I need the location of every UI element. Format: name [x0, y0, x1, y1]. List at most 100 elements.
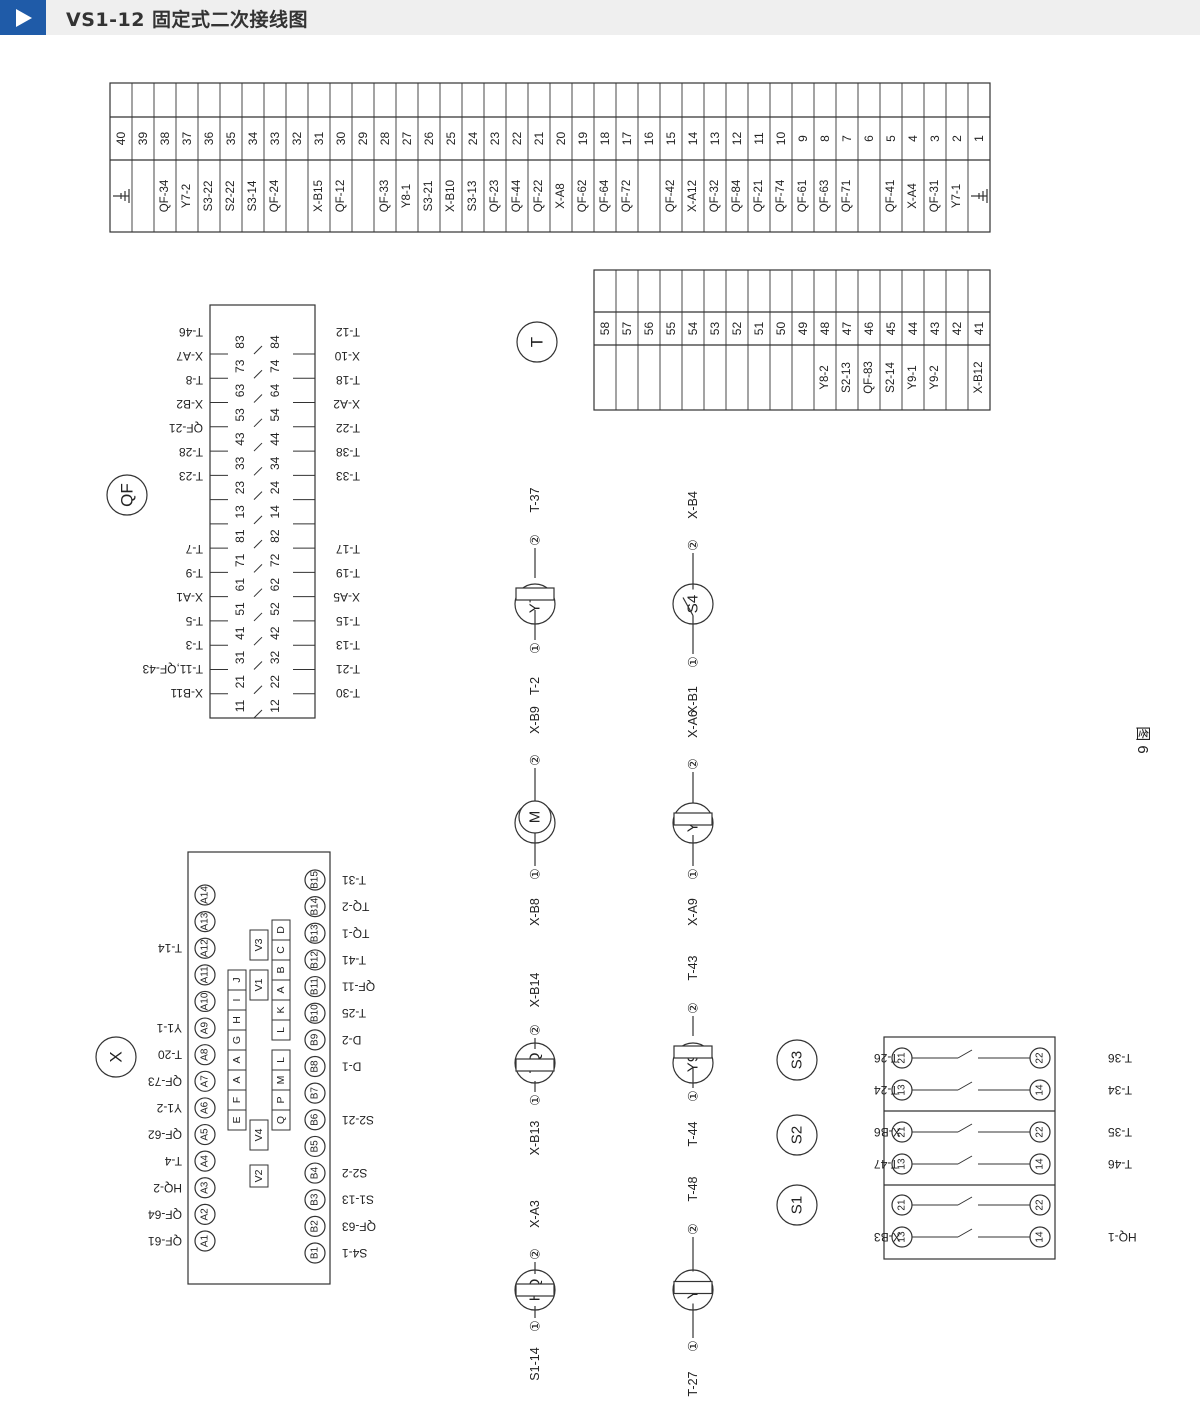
x-plug: A1QF-61A2QF-64A3HQ-2A4T-4A5QF-62A6Y1-2A7… — [95, 851, 376, 1285]
x-pin-a-label: A2 — [200, 1208, 211, 1221]
qf-right-label: T-18 — [336, 373, 360, 387]
x-pin-b-label: B10 — [310, 1004, 321, 1022]
x-inner-label: V4 — [253, 1128, 265, 1141]
pin-2-marker: ② — [686, 1223, 701, 1235]
qf-contact-upper: 21 — [233, 675, 247, 689]
terminal-label: X-A4 — [907, 183, 919, 209]
terminal-label: QF-84 — [731, 179, 743, 212]
switch-blade — [682, 597, 694, 616]
terminal-number: 9 — [796, 135, 810, 142]
pin-1-marker: ① — [528, 1094, 543, 1106]
contact-blade — [253, 661, 263, 670]
terminal-number: 21 — [532, 132, 546, 146]
switch-left-label: T-24 — [874, 1083, 898, 1097]
contact-blade — [253, 418, 263, 428]
terminal-number: 32 — [290, 132, 304, 146]
qf-left-label: X-B11 — [170, 686, 203, 700]
x-a-label: T-20 — [158, 1048, 182, 1062]
terminal-label: X-A8 — [555, 183, 567, 209]
x-pin-a — [194, 1097, 216, 1119]
x-pin-b — [304, 1109, 326, 1131]
device-y1: Y1①②X-A9X-A6 — [672, 710, 714, 926]
qf-contact-upper: 33 — [233, 456, 247, 470]
x-inner-box — [249, 1164, 269, 1188]
s2-name: S2 — [789, 1126, 806, 1144]
terminal-number: 54 — [686, 322, 700, 336]
pin-1-marker: ① — [686, 1340, 701, 1352]
qf-right-label: T-13 — [336, 638, 360, 652]
x-b-label: T-41 — [342, 953, 366, 967]
qf-contact-lower: 74 — [268, 359, 282, 373]
qf-right-label: X-A5 — [333, 590, 360, 604]
x-pin-b — [304, 1055, 326, 1078]
x-inner-label: L — [275, 1027, 287, 1033]
x-pin-a — [194, 1017, 216, 1039]
x-inner-label: L — [275, 1057, 287, 1063]
coil-box — [515, 587, 555, 601]
qf-right-label: T-38 — [336, 445, 360, 459]
tq-left-terminal: X-B13 — [528, 1121, 542, 1156]
x-a-label: HQ-2 — [153, 1181, 182, 1195]
terminal-label: QF-23 — [489, 180, 501, 213]
terminal-number: 3 — [928, 135, 942, 142]
x-pin-a — [194, 937, 216, 959]
x-inner-label: M — [275, 1076, 287, 1085]
terminal-label: QF-12 — [335, 180, 347, 213]
terminal-number: 31 — [312, 132, 326, 146]
x-pin-a-label: A7 — [200, 1075, 211, 1088]
pin-2-marker: ② — [686, 539, 701, 551]
x-inner-label: Q — [275, 1116, 287, 1124]
terminal-number: 28 — [378, 132, 392, 146]
qf-left-label: T-9 — [185, 566, 203, 580]
x-a-label: T-14 — [158, 941, 182, 955]
terminal-number: 35 — [224, 132, 238, 146]
terminal-label: X-B12 — [973, 362, 985, 394]
x-inner-label: J — [231, 977, 243, 982]
contact-blade — [253, 709, 263, 719]
x-inner-label: A — [231, 1076, 243, 1083]
pin-2-marker: ② — [528, 1248, 543, 1260]
qf-left-label: T-23 — [179, 469, 203, 483]
terminal-label: QF-83 — [863, 361, 875, 394]
terminal-number: 41 — [972, 322, 986, 336]
contact-blade — [253, 636, 263, 646]
x-pin-b — [304, 949, 326, 971]
contact-blade — [253, 369, 263, 379]
terminal-label: X-B10 — [445, 180, 457, 212]
terminal-number: 2 — [950, 135, 964, 142]
x-pin-b-label: B13 — [310, 924, 321, 942]
qf-contact-upper: 31 — [233, 650, 247, 664]
terminal-label: X-B15 — [313, 180, 325, 212]
coil-box — [515, 1058, 555, 1072]
hq-right-terminal: X-A3 — [528, 1200, 542, 1228]
d-right-terminal: X-B9 — [528, 706, 542, 734]
x-inner-box — [249, 929, 269, 961]
terminal-number: 33 — [268, 132, 282, 146]
terminal-number: 12 — [730, 132, 744, 146]
terminal-label: QF-74 — [775, 179, 787, 212]
terminal-number: 7 — [840, 135, 854, 142]
y7-left-terminal: T-2 — [528, 677, 542, 695]
terminal-number: 30 — [334, 132, 348, 146]
x-pin-b — [304, 1189, 326, 1211]
terminal-number: 42 — [950, 322, 964, 336]
coil-box — [673, 1280, 713, 1295]
figure-label: 图 6 — [1134, 726, 1151, 754]
x-b-label: T-25 — [342, 1006, 366, 1020]
terminal-number: 43 — [928, 322, 942, 336]
pin-2-marker: ② — [528, 754, 543, 766]
x-inner-label: D — [275, 926, 287, 934]
pin-1-marker: ① — [528, 642, 543, 654]
pin-1-marker: ① — [528, 868, 543, 880]
terminal-label: QF-34 — [159, 179, 171, 212]
qf-right-label: X-A2 — [333, 397, 360, 411]
coil-box — [673, 1045, 713, 1059]
qf-right-label: T-15 — [336, 614, 360, 628]
terminal-number: 15 — [664, 132, 678, 146]
terminal-label: Y7-2 — [181, 184, 193, 208]
terminal-label: S2-22 — [225, 181, 237, 212]
d-left-terminal: X-B8 — [528, 898, 542, 926]
qf-right-label: T-22 — [336, 421, 360, 435]
